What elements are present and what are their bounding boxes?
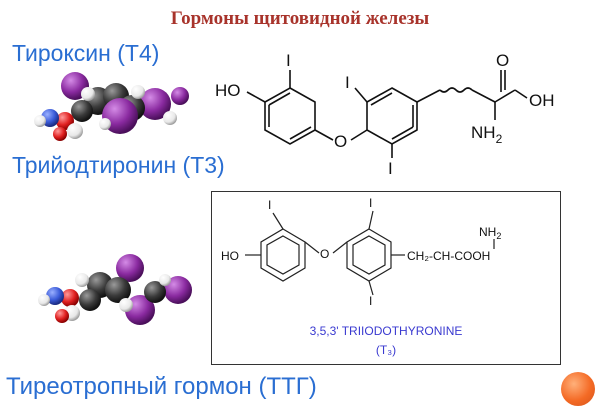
t3-caption: 3,5,3' TRIIODOTHYRONINE — [310, 324, 463, 338]
t4-structural-formula: HO I O I I O OH NH2 — [215, 51, 555, 178]
t4-space-filling-model-icon — [34, 72, 189, 141]
t3-caption-abbr: (T₃) — [376, 343, 396, 357]
t4-oh-label: OH — [529, 91, 555, 110]
slide-title: Гормоны щитовидной железы — [170, 8, 430, 29]
t3-side-chain: CH₂-CH-COOH — [407, 249, 490, 263]
label-tsh: Тиреотропный гормон (ТТГ) — [6, 373, 317, 400]
t4-iodine-c: I — [388, 159, 393, 178]
t3-iodine-a: I — [268, 198, 271, 212]
t3-iodine-b: I — [369, 196, 372, 210]
t4-iodine-b: I — [345, 73, 350, 92]
t3-space-filling-model-icon — [38, 254, 192, 325]
t3-ether-oxygen: O — [320, 247, 329, 261]
t4-ether-oxygen: O — [334, 132, 347, 151]
t4-nh2-label: NH2 — [471, 123, 503, 146]
t3-structural-formula: HO I O I I NH2 CH₂-CH-COOH 3,5,3' TRIIOD… — [211, 191, 561, 365]
t3-ho-label: HO — [221, 249, 239, 263]
label-triiodothyronine: Трийодтиронин (Т3) — [12, 152, 225, 178]
t4-ho-label: HO — [215, 81, 241, 100]
orange-bullet-icon — [561, 372, 595, 406]
t3-nh2-label: NH2 — [479, 225, 501, 241]
t3-iodine-c: I — [369, 294, 372, 308]
t4-iodine-a: I — [286, 51, 291, 70]
label-thyroxine: Тироксин (Т4) — [12, 40, 160, 66]
t4-carbonyl-oxygen: O — [496, 51, 509, 70]
